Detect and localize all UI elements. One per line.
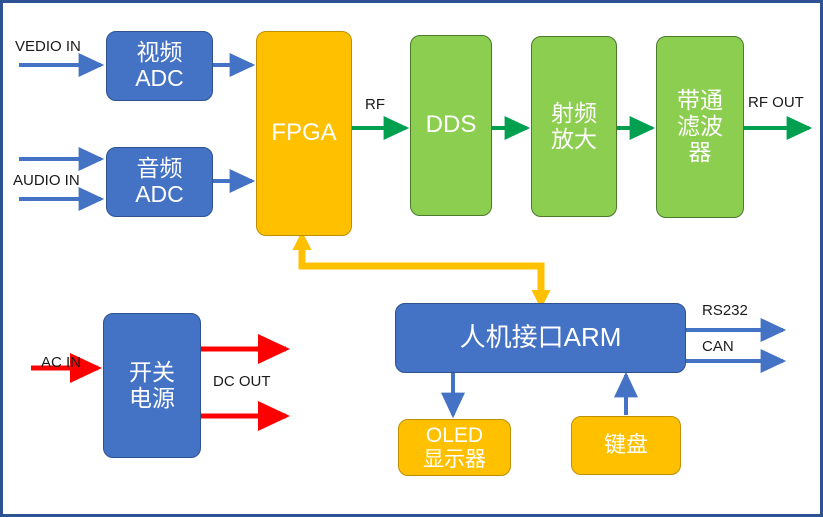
- block-bandpass-filter[interactable]: 带通 滤波 器: [656, 36, 744, 218]
- block-video-adc[interactable]: 视频 ADC: [106, 31, 213, 101]
- block-dds[interactable]: DDS: [410, 35, 492, 216]
- label-dc-out: DC OUT: [213, 373, 271, 390]
- label-can: CAN: [702, 338, 734, 355]
- block-power-supply[interactable]: 开关 电源: [103, 313, 201, 458]
- block-audio-adc[interactable]: 音频 ADC: [106, 147, 213, 217]
- label-rs232: RS232: [702, 302, 748, 319]
- label-rf: RF: [365, 96, 385, 113]
- label-audio-in: AUDIO IN: [13, 172, 80, 189]
- block-oled-display[interactable]: OLED 显示器: [398, 419, 511, 476]
- arrow-fpga-arm-bus: [292, 231, 551, 309]
- block-keyboard[interactable]: 键盘: [571, 416, 681, 475]
- label-rf-out: RF OUT: [748, 94, 804, 111]
- block-fpga[interactable]: FPGA: [256, 31, 352, 236]
- label-vedio-in: VEDIO IN: [15, 38, 81, 55]
- block-arm-hmi[interactable]: 人机接口ARM: [395, 303, 686, 373]
- label-ac-in: AC IN: [41, 354, 82, 371]
- block-rf-amp[interactable]: 射频 放大: [531, 36, 617, 217]
